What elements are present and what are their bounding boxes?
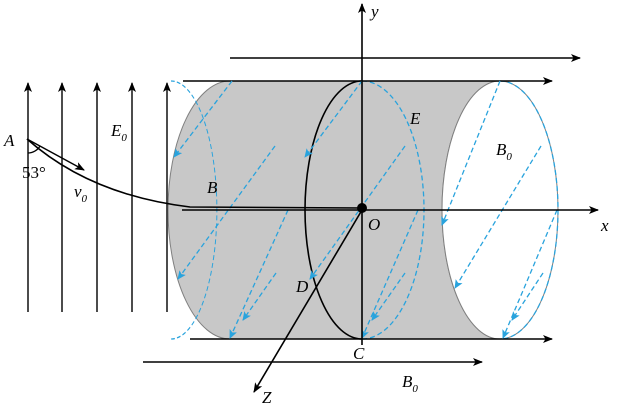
label-y: y [369,2,379,21]
label-E0: E0 [110,121,127,144]
label-O: O [368,215,380,234]
label-D: D [295,277,309,296]
axes [182,3,599,393]
b-field-arrow [371,272,406,321]
label-E: E [409,109,421,128]
magnetic-field-inner [173,80,558,339]
electric-field-lines [24,82,171,312]
angle-arc [27,145,41,154]
b-field-arrow [441,80,501,226]
label-x: x [600,216,609,235]
label-A: A [3,131,15,150]
label-B0-right: B0 [496,140,512,163]
b-field-arrow [242,272,277,321]
label-v0: v0 [74,182,88,205]
particle-trajectory [26,138,363,209]
label-B0-bottom: B0 [402,372,418,395]
b-field-arrow [511,272,544,321]
label-angle: 53° [22,163,46,182]
label-B: B [207,178,218,197]
b-field-arrow [309,145,406,280]
b-field-arrow [454,145,542,289]
z-axis [253,209,363,393]
b-field-arrow [361,209,419,339]
velocity-arrow [26,138,85,171]
label-z: Z [262,388,272,405]
b-field-arrow [177,145,276,280]
label-C: C [353,344,365,363]
